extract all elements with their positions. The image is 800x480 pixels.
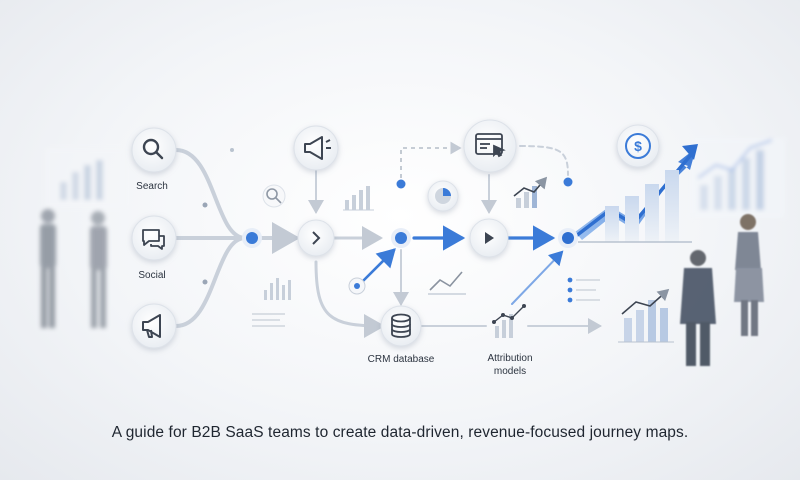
background-people-left	[40, 209, 107, 328]
label-crm-database: CRM database	[368, 354, 435, 365]
node-revenue[interactable]	[616, 124, 660, 168]
node-search[interactable]	[131, 127, 177, 173]
chevron-right-icon	[312, 231, 321, 245]
background-people-right	[680, 214, 764, 366]
pie-chart-icon	[435, 188, 451, 204]
attribution-chart-icon	[492, 304, 526, 338]
megaphone-icon	[304, 136, 331, 160]
node-campaign[interactable]	[293, 125, 339, 171]
node-social[interactable]	[131, 215, 177, 261]
background-left-chart	[45, 148, 125, 208]
label-search: Search	[136, 181, 168, 192]
revenue-flow-arrows	[360, 225, 564, 305]
node-web[interactable]	[463, 119, 517, 173]
background-right-chart	[690, 138, 785, 218]
node-crm[interactable]	[380, 305, 422, 347]
node-chevron[interactable]	[297, 219, 335, 257]
dashed-connector	[400, 141, 462, 178]
svg-text:$: $	[634, 138, 642, 154]
growth-bars	[578, 170, 692, 243]
search-icon	[142, 138, 164, 160]
junction-dots	[202, 148, 578, 295]
bar-chart-icon	[343, 186, 374, 211]
database-icon	[391, 313, 411, 338]
bar-chart-icon	[264, 278, 291, 300]
play-icon	[485, 232, 494, 244]
line-chart-icon	[428, 271, 466, 295]
bar-chart-icon	[513, 176, 548, 208]
browser-click-icon	[475, 133, 506, 158]
flow-connectors	[174, 145, 602, 338]
label-attribution-models: models	[494, 366, 526, 377]
text-lines-icon	[252, 313, 285, 327]
label-social: Social	[138, 270, 165, 281]
node-ads[interactable]	[131, 303, 177, 349]
bar-chart-icon	[618, 288, 674, 343]
label-attribution: Attribution	[487, 353, 532, 364]
chat-icon	[142, 229, 165, 250]
megaphone-icon	[142, 314, 161, 338]
caption: A guide for B2B SaaS teams to create dat…	[111, 424, 689, 441]
dollar-icon: $	[625, 133, 651, 159]
list-icon	[567, 277, 600, 303]
node-magnifier[interactable]	[262, 184, 286, 208]
